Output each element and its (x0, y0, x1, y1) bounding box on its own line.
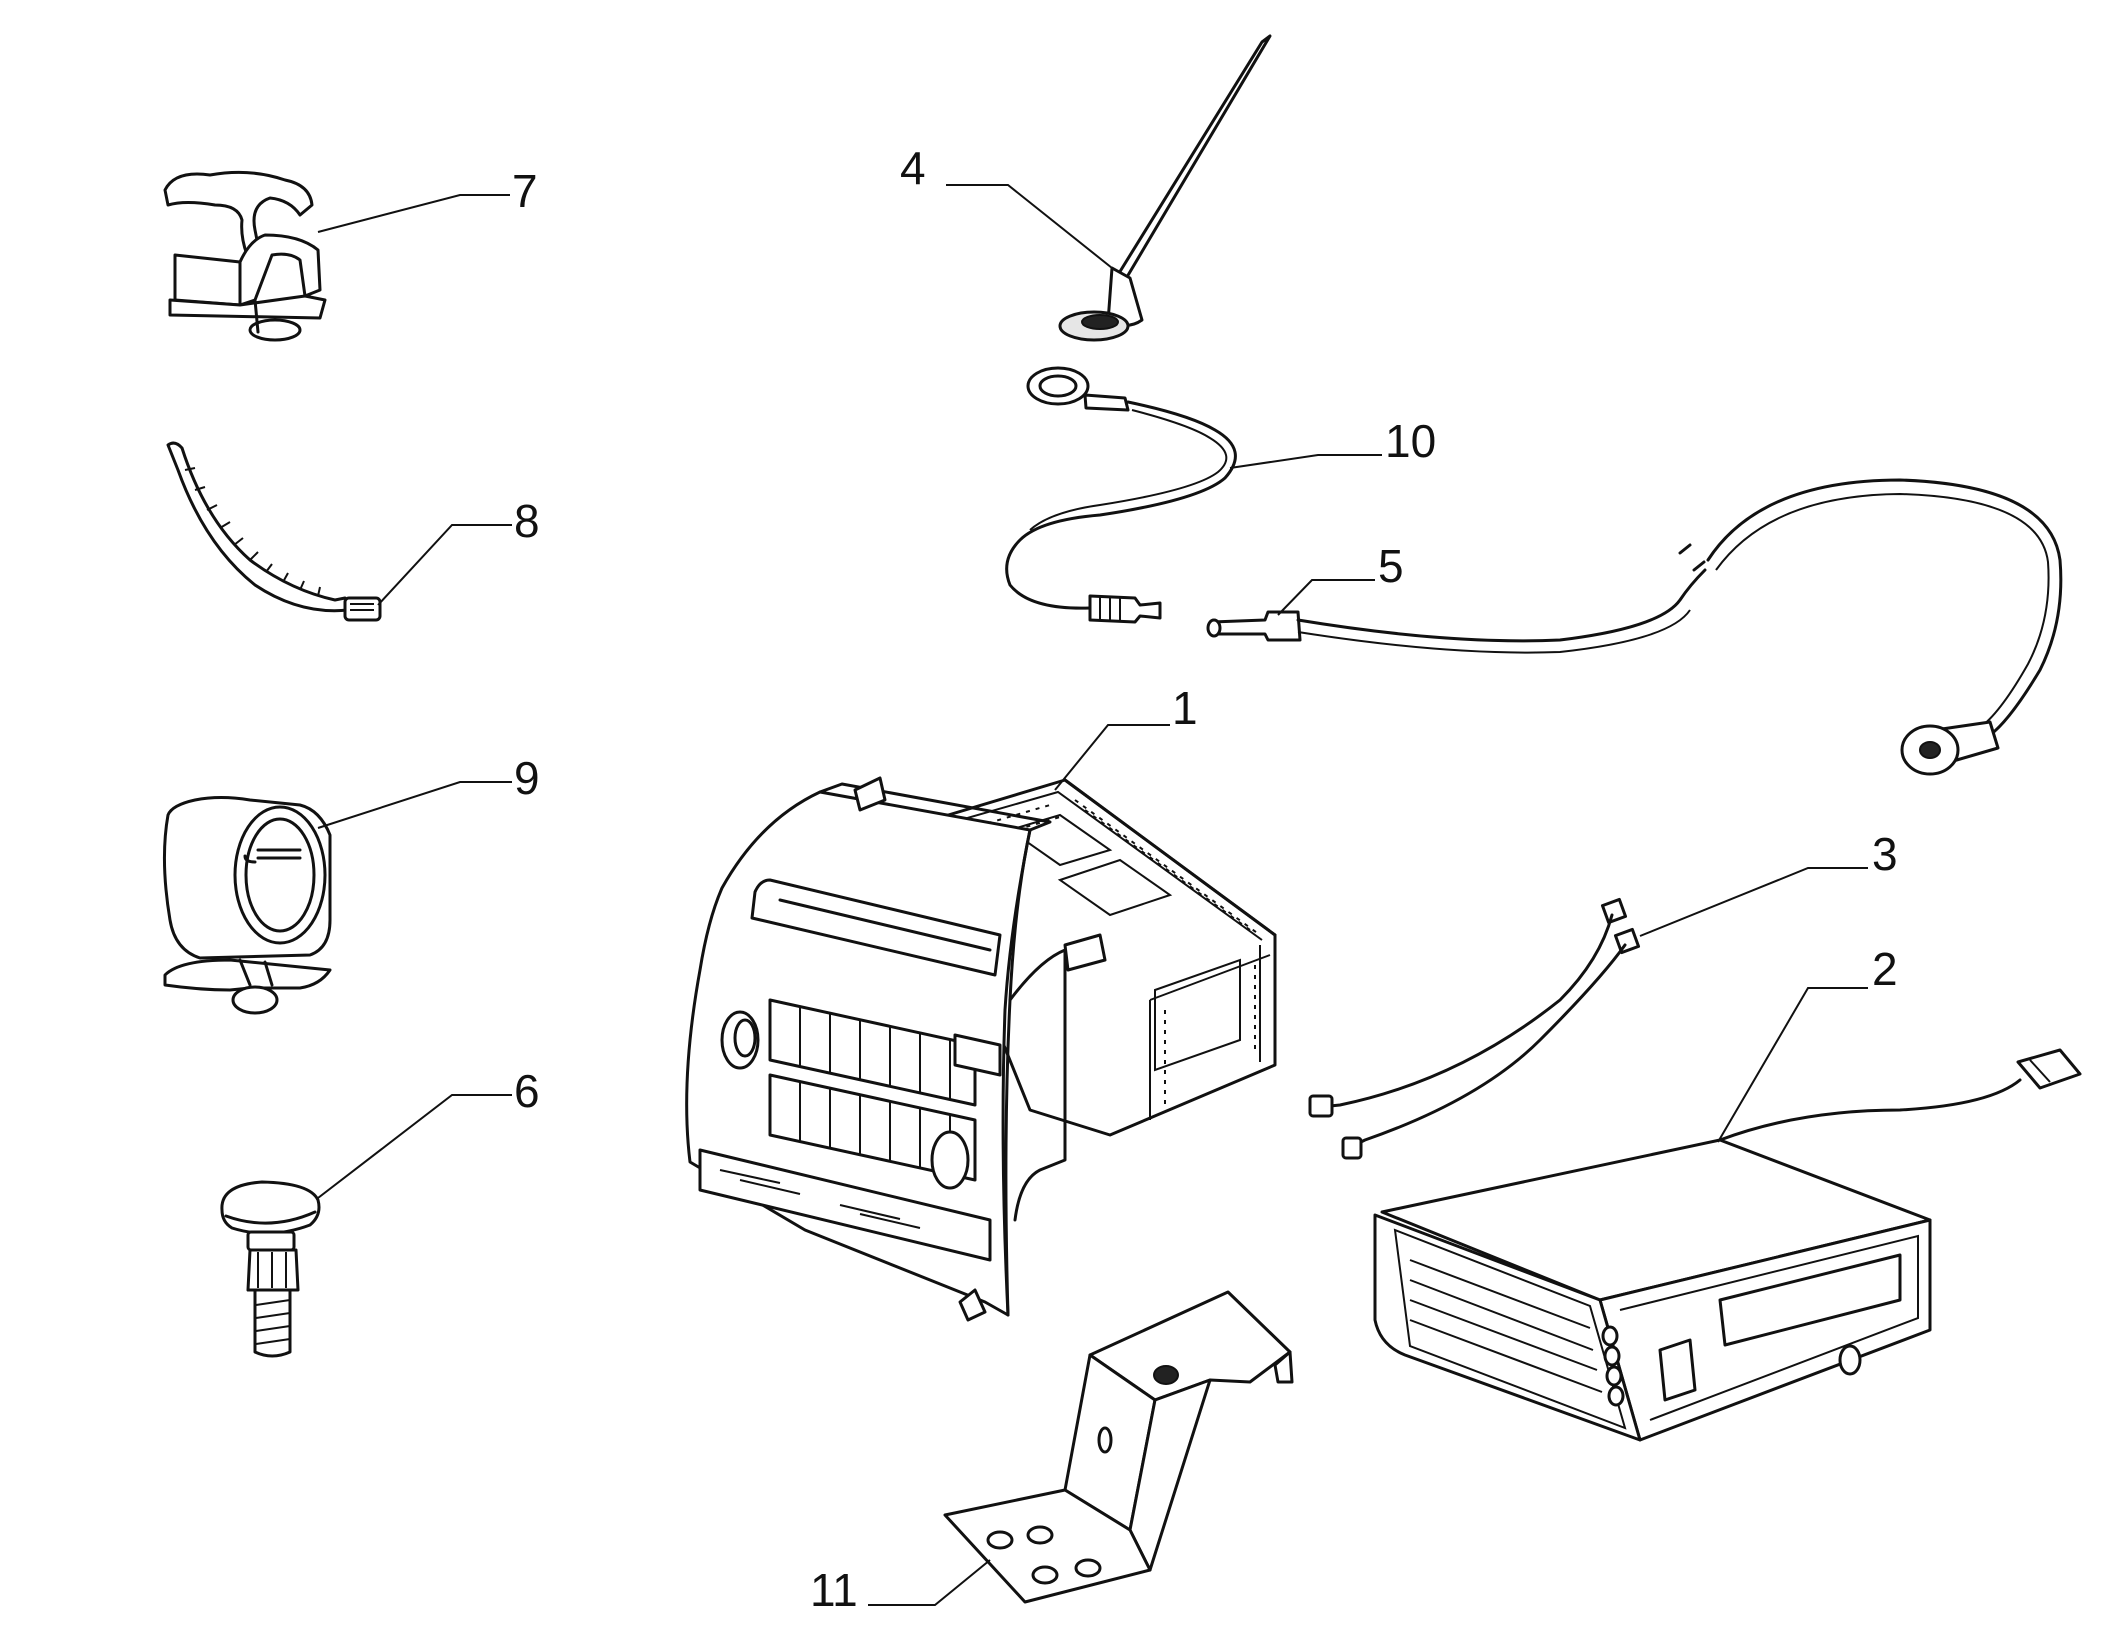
part-8-cable-tie (166, 441, 382, 622)
part-3-wiring-harness (1308, 897, 1641, 1160)
part-4-antenna-mast (1058, 34, 1272, 342)
callout-11: 11 (810, 1564, 858, 1616)
callout-8: 8 (514, 495, 540, 547)
part-7-cable-clip (163, 170, 327, 342)
part-5-antenna-extension-cable (1206, 478, 2063, 776)
leader-8 (377, 524, 512, 606)
leader-2 (1717, 987, 1868, 1143)
leader-10 (1229, 454, 1382, 469)
callout-3: 3 (1872, 828, 1898, 880)
leader-11 (868, 1559, 991, 1606)
leader-7 (317, 194, 510, 233)
leader-4 (946, 184, 1113, 269)
part-10-antenna-cable (1005, 366, 1237, 624)
part-6-mounting-knob (220, 1180, 321, 1358)
part-1-radio-head-unit (685, 776, 1277, 1322)
leader-3 (1639, 867, 1868, 937)
callout-2: 2 (1872, 943, 1898, 995)
callout-5: 5 (1378, 540, 1404, 592)
callout-1: 1 (1172, 682, 1198, 734)
leader-5 (1277, 579, 1375, 616)
callout-10: 10 (1385, 415, 1436, 467)
leader-lines (317, 184, 1868, 1606)
callout-numbers: 7 8 9 6 4 10 5 1 3 2 11 (512, 142, 1898, 1616)
callout-9: 9 (514, 752, 540, 804)
part-9-hose-clip (162, 796, 332, 1015)
callout-4: 4 (900, 142, 926, 194)
callout-7: 7 (512, 165, 538, 217)
leader-1 (1054, 724, 1170, 791)
part-11-mounting-bracket (943, 1290, 1294, 1604)
leader-6 (317, 1094, 512, 1199)
leader-9 (317, 781, 512, 829)
callout-6: 6 (514, 1065, 540, 1117)
part-2-navigation-unit (1373, 1048, 2082, 1442)
